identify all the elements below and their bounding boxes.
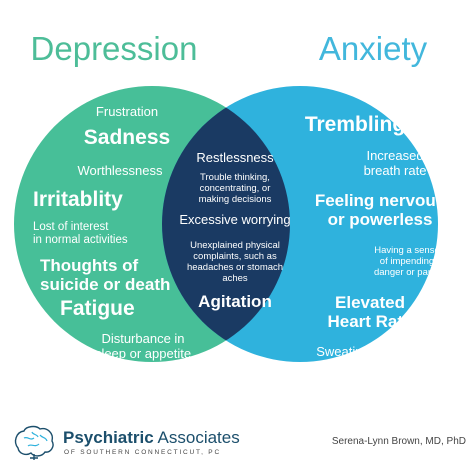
symptom-restlessness: Restlessness	[196, 150, 274, 165]
symptom-sleep-disturbance: Disturbance in sleep or appetite	[94, 331, 192, 361]
symptom-agitation: Agitation	[198, 292, 272, 311]
anxiety-title: Anxiety	[318, 30, 428, 67]
symptom-trembling: Trembling	[304, 113, 406, 136]
symptom-frustration: Frustration	[95, 104, 159, 119]
author-credit: Serena-Lynn Brown, MD, PhD	[331, 436, 466, 447]
symptom-increased-breath-rate: Increased breath rate	[363, 148, 427, 178]
symptom-irritability: Irritablity	[33, 188, 123, 211]
brand-name-regular: Associates	[153, 428, 240, 447]
symptom-loss-of-interest: Lost of interest in normal activities	[33, 221, 128, 246]
symptom-excessive-worrying: Excessive worrying	[179, 212, 291, 227]
symptom-feeling-nervous: Feeling nervous or powerless	[314, 191, 446, 229]
depression-title: Depression	[30, 30, 198, 67]
brand-name: Psychiatric Associates	[63, 428, 240, 448]
symptom-elevated-heart-rate: Elevated Heart Rate	[327, 293, 413, 331]
brand-name-bold: Psychiatric	[63, 428, 154, 447]
brand-subtitle: OF SOUTHERN CONNECTICUT, PC	[64, 449, 221, 456]
symptom-sadness: Sadness	[83, 126, 171, 149]
symptom-fatigue: Fatigue	[60, 297, 135, 320]
symptom-worthlessness: Worthlessness	[77, 163, 163, 178]
overlap-region	[162, 86, 290, 362]
symptom-suicidal-thoughts: Thoughts of suicide or death	[40, 256, 171, 294]
brain-icon	[12, 424, 56, 462]
symptom-sweating: Sweating	[316, 344, 370, 359]
symptom-trouble-thinking: Trouble thinking, concentrating, or maki…	[198, 172, 272, 205]
symptom-sense-of-danger: Having a sense of impending danger or pa…	[373, 245, 441, 278]
symptom-unexplained-complaints: Unexplained physical complaints, such as…	[186, 240, 284, 284]
